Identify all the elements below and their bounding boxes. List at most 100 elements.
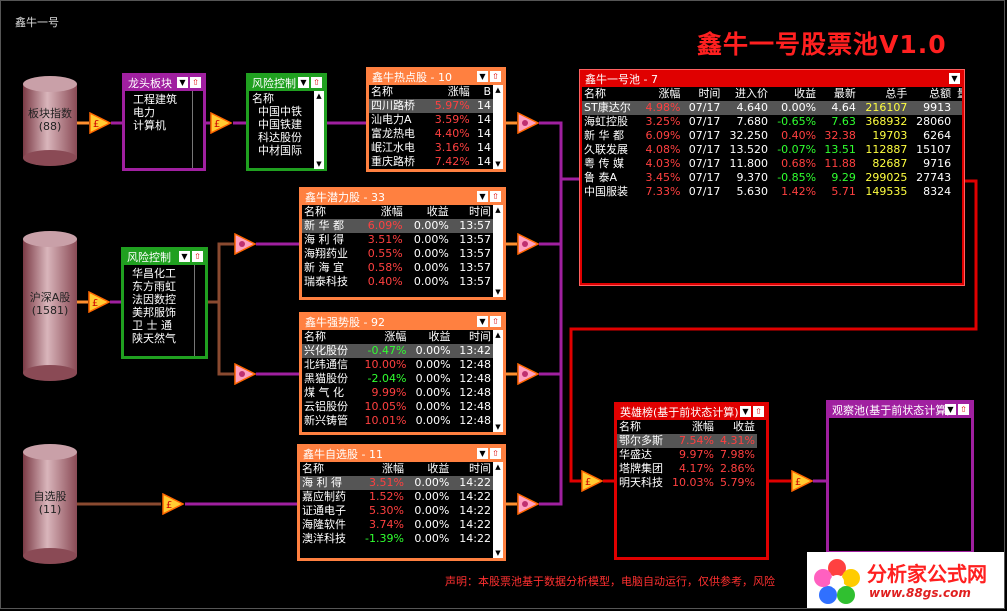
- formula-node-icon[interactable]: £: [791, 470, 813, 492]
- panel-header[interactable]: 英雄榜(基于前状态计算) ▼⇧: [617, 405, 766, 420]
- column-header[interactable]: 收益: [426, 205, 449, 218]
- panel-header[interactable]: 鑫牛热点股 - 10 ▼⇧: [369, 70, 503, 85]
- column-header[interactable]: 收益: [794, 87, 817, 100]
- dropdown-icon[interactable]: ▼: [477, 71, 488, 82]
- list-item[interactable]: 陕天然气: [132, 332, 176, 345]
- column-header[interactable]: 总手: [885, 87, 908, 100]
- panel-main-pool[interactable]: 鑫牛一号池 - 7 ▼ 名称 涨幅 时间 进入价 收益 最新 总手 总额 量 S…: [579, 69, 965, 286]
- up-arrow-icon[interactable]: ⇧: [311, 77, 322, 88]
- column-header[interactable]: 时间: [698, 87, 721, 100]
- scrollbar[interactable]: ▲▼: [493, 330, 503, 432]
- column-header[interactable]: 收益: [733, 420, 755, 433]
- list-item[interactable]: 美邦服饰: [132, 306, 176, 319]
- gate-diamond-icon[interactable]: [517, 112, 539, 134]
- panel-header[interactable]: 观察池(基于前状态计算) ▼⇧: [829, 403, 971, 418]
- column-header[interactable]: 收益: [428, 330, 451, 343]
- up-arrow-icon[interactable]: ⇧: [490, 316, 501, 327]
- column-header[interactable]: 量: [953, 87, 962, 101]
- column-header[interactable]: 名称: [584, 87, 606, 100]
- column-header[interactable]: 最新: [833, 87, 856, 100]
- column-header[interactable]: 涨幅: [447, 85, 470, 98]
- table-row[interactable]: 黑猫股份-2.04%0.00%12:48: [302, 372, 493, 386]
- source-sector-index[interactable]: 板块指数(88): [23, 76, 77, 166]
- column-header[interactable]: 时间: [469, 330, 491, 343]
- formula-node-icon[interactable]: £: [162, 493, 184, 515]
- dropdown-icon[interactable]: ▼: [949, 73, 960, 84]
- panel-risk-control-mid[interactable]: 风险控制 ▼⇧ 华昌化工 东方雨虹 法因数控 美邦服饰 卫 士 通 陕天然气: [121, 247, 208, 359]
- list-item[interactable]: 中材国际: [258, 144, 302, 157]
- column-header[interactable]: 名称: [619, 420, 641, 433]
- up-arrow-icon[interactable]: ⇧: [490, 71, 501, 82]
- dropdown-icon[interactable]: ▼: [945, 404, 956, 415]
- column-header[interactable]: 名称: [371, 85, 393, 98]
- dropdown-icon[interactable]: ▼: [298, 77, 309, 88]
- up-arrow-icon[interactable]: ⇧: [753, 406, 764, 417]
- panel-header[interactable]: 鑫牛潜力股 - 33 ▼⇧: [302, 190, 503, 205]
- scrollbar[interactable]: [194, 265, 205, 356]
- column-header[interactable]: 涨幅: [381, 462, 404, 475]
- column-header[interactable]: B: [483, 85, 491, 98]
- list-item[interactable]: 中国中铁: [258, 105, 302, 118]
- list-item[interactable]: 法因数控: [132, 293, 176, 306]
- site-logo[interactable]: 分析家公式网 www.88gs.com: [807, 552, 1004, 608]
- panel-leading-sectors[interactable]: 龙头板块 ▼⇧ 工程建筑 电力 计算机: [122, 73, 206, 171]
- panel-watch-pool[interactable]: 观察池(基于前状态计算) ▼⇧: [826, 400, 974, 554]
- list-item[interactable]: 东方雨虹: [132, 280, 176, 293]
- gate-diamond-icon[interactable]: [517, 363, 539, 385]
- column-header[interactable]: 时间: [469, 462, 491, 475]
- gate-diamond-icon[interactable]: [517, 493, 539, 515]
- dropdown-icon[interactable]: ▼: [477, 316, 488, 327]
- column-header[interactable]: 名称: [302, 462, 324, 475]
- formula-node-icon[interactable]: £: [210, 112, 232, 134]
- scrollbar[interactable]: ▲▼: [493, 205, 503, 297]
- formula-node-icon[interactable]: £: [581, 470, 603, 492]
- panel-strong-stocks[interactable]: 鑫牛强势股 - 92 ▼⇧ 名称 涨幅 收益 时间 兴化股份-0.47%0.00…: [299, 312, 506, 435]
- column-header[interactable]: 涨幅: [658, 87, 681, 100]
- list-item[interactable]: 工程建筑: [133, 93, 177, 106]
- list-item[interactable]: 电力: [133, 106, 155, 119]
- gate-diamond-icon[interactable]: [234, 233, 256, 255]
- table-row[interactable]: 兴化股份-0.47%0.00%13:42: [302, 344, 493, 358]
- up-arrow-icon[interactable]: ⇧: [192, 251, 203, 262]
- scrollbar[interactable]: [192, 91, 203, 168]
- dropdown-icon[interactable]: ▼: [477, 191, 488, 202]
- up-arrow-icon[interactable]: ⇧: [490, 191, 501, 202]
- column-header[interactable]: 时间: [469, 205, 491, 218]
- gate-diamond-icon[interactable]: [234, 363, 256, 385]
- column-header[interactable]: 涨幅: [384, 330, 407, 343]
- list-item[interactable]: 中国铁建: [258, 118, 302, 131]
- panel-risk-control-top[interactable]: 风险控制 ▼⇧ 名称 中国中铁 中国铁建 科达股份 中材国际 ▲▼: [246, 73, 327, 171]
- column-header[interactable]: 总额: [929, 87, 952, 100]
- panel-header[interactable]: 风险控制 ▼⇧: [124, 250, 205, 265]
- up-arrow-icon[interactable]: ⇧: [490, 448, 501, 459]
- scrollbar[interactable]: ▲▼: [314, 91, 324, 169]
- panel-header[interactable]: 鑫牛一号池 - 7 ▼: [582, 72, 962, 87]
- list-item[interactable]: 华昌化工: [132, 267, 176, 280]
- panel-header[interactable]: 风险控制 ▼⇧: [249, 76, 324, 91]
- up-arrow-icon[interactable]: ⇧: [190, 77, 201, 88]
